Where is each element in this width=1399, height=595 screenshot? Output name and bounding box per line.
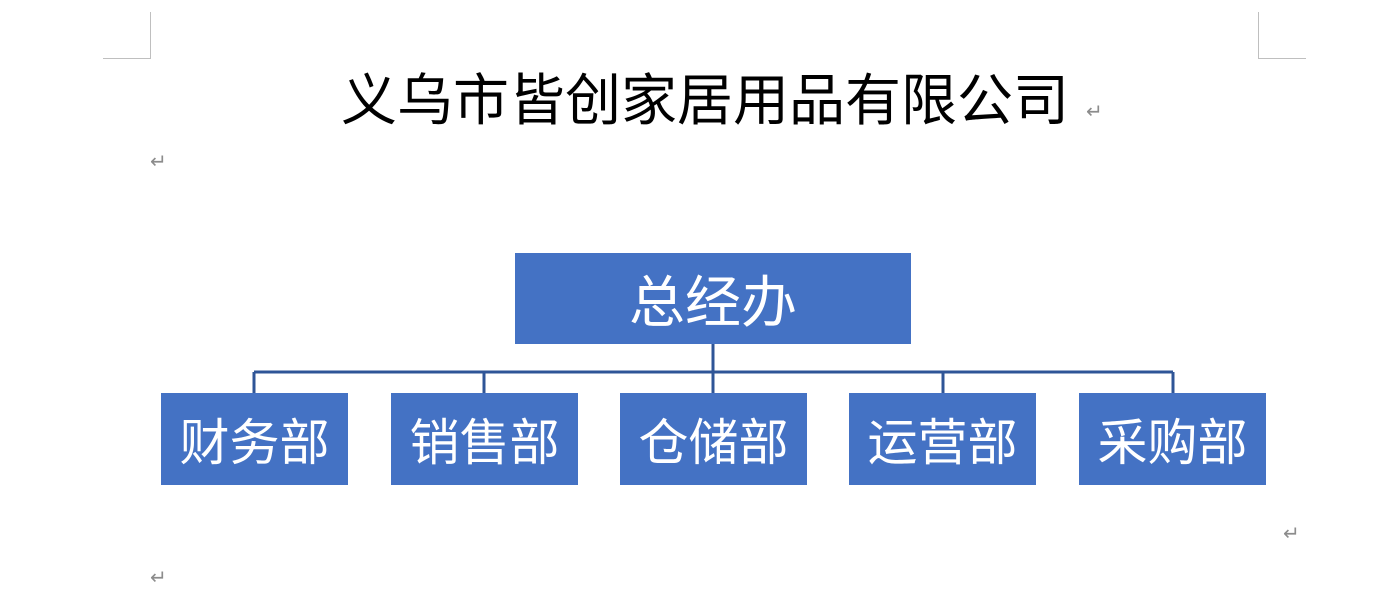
org-node-label: 仓储部 — [638, 414, 789, 472]
org-node-purchasing[interactable]: 采购部 — [1079, 393, 1266, 485]
document-title[interactable]: 义乌市皆创家居用品有限公司 — [150, 64, 1260, 140]
paragraph-mark-icon: ↵ — [1086, 99, 1103, 123]
org-node-operations[interactable]: 运营部 — [849, 393, 1036, 485]
org-node-label: 运营部 — [867, 414, 1018, 472]
document-title-text[interactable]: 义乌市皆创家居用品有限公司 — [341, 69, 1069, 134]
org-node-warehouse[interactable]: 仓储部 — [620, 393, 807, 485]
org-node-general-office[interactable]: 总经办 — [515, 253, 911, 344]
org-node-finance[interactable]: 财务部 — [161, 393, 348, 485]
margin-crop-mark-top-right — [1258, 12, 1306, 59]
org-node-label: 财务部 — [179, 414, 330, 472]
paragraph-mark-icon: ↵ — [150, 149, 167, 173]
org-node-sales[interactable]: 销售部 — [391, 393, 578, 485]
paragraph-mark-icon: ↵ — [1283, 521, 1300, 545]
org-node-label: 总经办 — [629, 271, 797, 336]
org-node-label: 采购部 — [1097, 414, 1248, 472]
margin-crop-mark-top-left — [103, 12, 151, 59]
org-node-label: 销售部 — [409, 414, 560, 472]
paragraph-mark-icon: ↵ — [150, 565, 167, 589]
